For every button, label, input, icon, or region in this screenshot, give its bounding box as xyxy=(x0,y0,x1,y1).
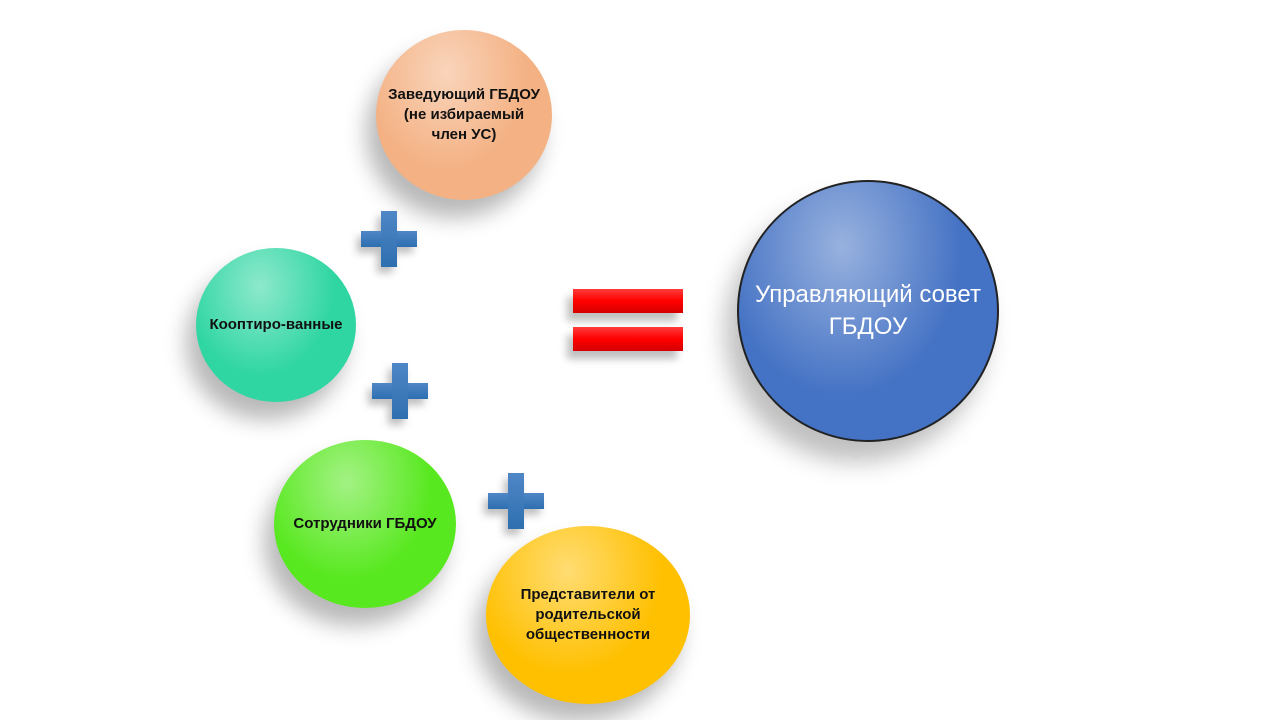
node-head: Заведующий ГБДОУ (не избираемый член УС) xyxy=(376,30,552,200)
equals-icon-top-bar xyxy=(573,289,683,313)
node-head-label: Заведующий ГБДОУ (не избираемый член УС) xyxy=(388,86,540,143)
node-parents: Представители от родительской общественн… xyxy=(486,526,690,704)
plus-icon xyxy=(488,473,544,529)
plus-icon xyxy=(372,363,428,419)
plus-icon xyxy=(361,211,417,267)
node-coopted: Кооптиро-ванные xyxy=(196,248,356,402)
node-parents-label: Представители от родительской общественн… xyxy=(520,586,656,643)
node-council: Управляющий совет ГБДОУ xyxy=(737,180,999,442)
node-council-label: Управляющий совет ГБДОУ xyxy=(755,281,981,340)
equals-icon-bottom-bar xyxy=(573,327,683,351)
node-coopted-label: Кооптиро-ванные xyxy=(209,316,343,333)
node-staff: Сотрудники ГБДОУ xyxy=(274,440,456,608)
node-staff-label: Сотрудники ГБДОУ xyxy=(293,515,437,532)
